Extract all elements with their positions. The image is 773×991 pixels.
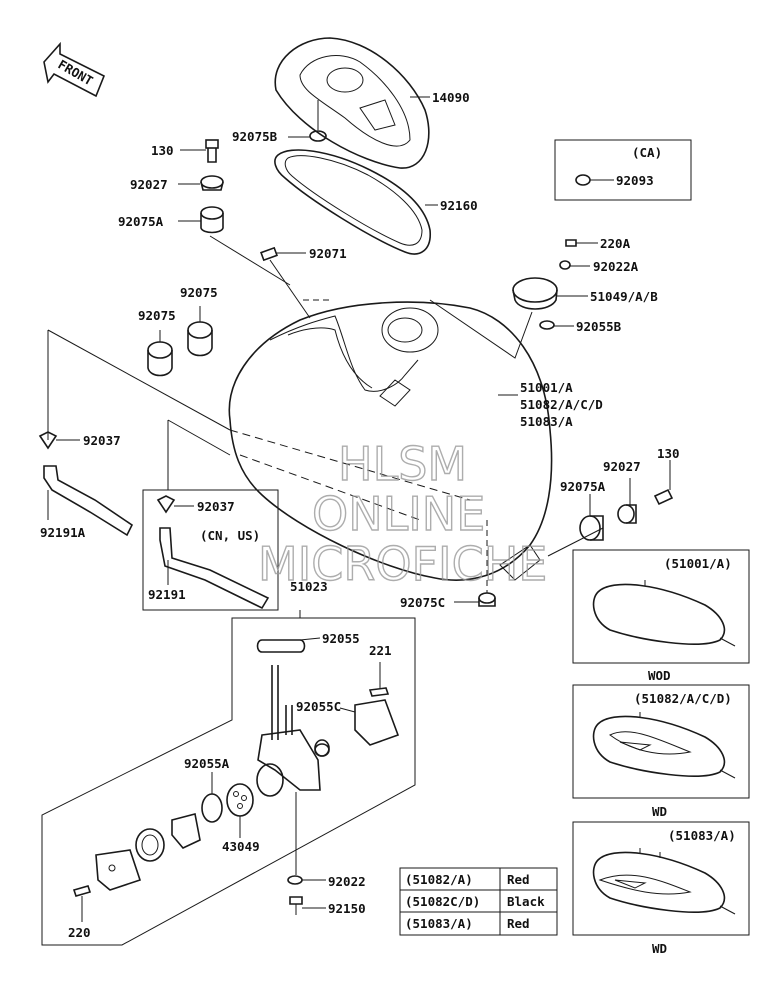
label-43049: 43049	[222, 839, 260, 854]
rubber-92075-a	[187, 306, 213, 357]
front-arrow-icon: FRONT	[43, 41, 106, 98]
label-92075A-right: 92075A	[560, 479, 606, 494]
variant-box-1	[572, 549, 750, 664]
label-92055A: 92055A	[184, 756, 230, 771]
ca-box-part: 92093	[616, 173, 654, 188]
ca-box	[554, 139, 692, 201]
label-51001: 51001/A	[520, 380, 573, 395]
label-92027-top: 92027	[130, 177, 168, 192]
label-220: 220	[68, 925, 91, 940]
label-92027-right: 92027	[603, 459, 641, 474]
variant-2-code: WD	[652, 804, 667, 819]
label-92150: 92150	[328, 901, 366, 916]
label-51023: 51023	[290, 579, 328, 594]
label-92022: 92022	[328, 874, 366, 889]
label-92037-a: 92037	[83, 433, 121, 448]
variant-3-code: WD	[652, 941, 667, 956]
color-table	[399, 867, 558, 936]
label-92075-b: 92075	[138, 308, 176, 323]
variant-1-title: (51001/A)	[664, 556, 732, 571]
label-92075B: 92075B	[232, 129, 278, 144]
label-130-right: 130	[657, 446, 680, 461]
variant-3-title: (51083/A)	[668, 828, 736, 843]
label-51082: 51082/A/C/D	[520, 397, 603, 412]
svg-text:MICROFICHE: MICROFICHE	[258, 537, 547, 591]
label-220A: 220A	[600, 236, 631, 251]
label-51083: 51083/A	[520, 414, 573, 429]
color-table-color-2: Black	[507, 894, 545, 909]
cover-gasket	[274, 149, 438, 255]
collar-92027-top	[178, 175, 224, 191]
label-92191A: 92191A	[40, 525, 86, 540]
label-92022A: 92022A	[593, 259, 639, 274]
svg-text:ONLINE: ONLINE	[312, 487, 485, 541]
cn-us-box	[142, 419, 279, 611]
hose-92191A	[38, 329, 231, 537]
label-92055B: 92055B	[576, 319, 622, 334]
color-table-part-2: (51082C/D)	[405, 894, 480, 909]
fuel-tank	[228, 301, 553, 581]
bolt-130-top	[180, 139, 219, 163]
meter-cover	[274, 37, 430, 169]
ca-box-title: (CA)	[632, 145, 662, 160]
clip-92071	[260, 246, 306, 262]
rubber-92075C	[454, 520, 496, 607]
watermark: HLSM ONLINE MICROFICHE	[257, 436, 548, 591]
variant-1-code: WOD	[648, 668, 671, 683]
label-92055: 92055	[322, 631, 360, 646]
label-221: 221	[369, 643, 392, 658]
color-table-color-3: Red	[507, 916, 530, 931]
label-14090: 14090	[432, 90, 470, 105]
label-92191: 92191	[148, 587, 186, 602]
cn-us-note: (CN, US)	[200, 528, 260, 543]
label-92055C: 92055C	[296, 699, 341, 714]
mount-right	[547, 460, 674, 557]
label-92075A-top: 92075A	[118, 214, 164, 229]
variant-2-title: (51082/A/C/D)	[634, 691, 732, 706]
color-table-color-1: Red	[507, 872, 530, 887]
rubber-92075-b	[147, 330, 173, 377]
svg-text:HLSM: HLSM	[338, 437, 467, 491]
label-51049: 51049/A/B	[590, 289, 658, 304]
color-table-part-3: (51083/A)	[405, 916, 473, 931]
label-92075-a: 92075	[180, 285, 218, 300]
label-92071: 92071	[309, 246, 347, 261]
label-92160: 92160	[440, 198, 478, 213]
label-92037-b: 92037	[197, 499, 235, 514]
label-130-top: 130	[151, 143, 174, 158]
variant-box-3	[572, 821, 750, 936]
fuel-cap	[429, 239, 598, 359]
washer-92075B	[288, 100, 327, 142]
fuel-cock-group	[41, 610, 416, 946]
variant-box-2	[572, 684, 750, 799]
rubber-92075A-top	[178, 206, 224, 234]
label-92075C: 92075C	[400, 595, 445, 610]
color-table-part-1: (51082/A)	[405, 872, 473, 887]
